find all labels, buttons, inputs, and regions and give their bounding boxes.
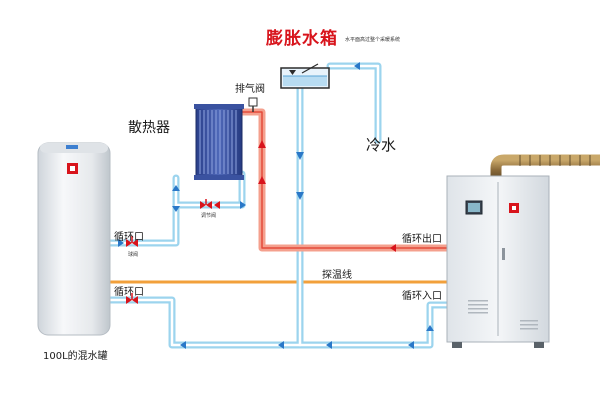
tank-loop-lower-label: 循环口: [114, 287, 144, 298]
tank-upper-valve: [126, 236, 138, 247]
expansion-tank-note: 水平面高过整个采暖系统: [345, 37, 401, 43]
regulating-valve: [200, 199, 212, 209]
tank-loop-upper-label: 循环口: [114, 232, 144, 243]
radiator-label: 散热器: [128, 120, 170, 136]
cold-water-label: 冷水: [366, 136, 397, 154]
expansion-tank-title: 膨胀水箱: [266, 29, 338, 49]
mixing-tank-caption: 100L的混水罐: [43, 351, 108, 362]
tank-lower-valve: [126, 293, 138, 304]
boiler: [446, 154, 600, 348]
exhaust-valve: [248, 97, 258, 112]
radiator: [194, 104, 244, 180]
expansion-tank: [280, 63, 330, 89]
temp-probe-line-label: 探温线: [322, 270, 352, 281]
regulating-valve-label: 调节阀: [201, 213, 217, 219]
flow-arrows: [118, 62, 434, 349]
hot-pipes: [236, 108, 452, 252]
tank-valve-small-label: 球阀: [128, 252, 139, 258]
mixing-tank: [37, 142, 111, 336]
boiler-outlet-label: 循环出口: [402, 234, 442, 245]
exhaust-valve-label: 排气阀: [235, 84, 265, 95]
boiler-inlet-label: 循环入口: [402, 291, 442, 302]
cold-pipes: [104, 62, 452, 349]
